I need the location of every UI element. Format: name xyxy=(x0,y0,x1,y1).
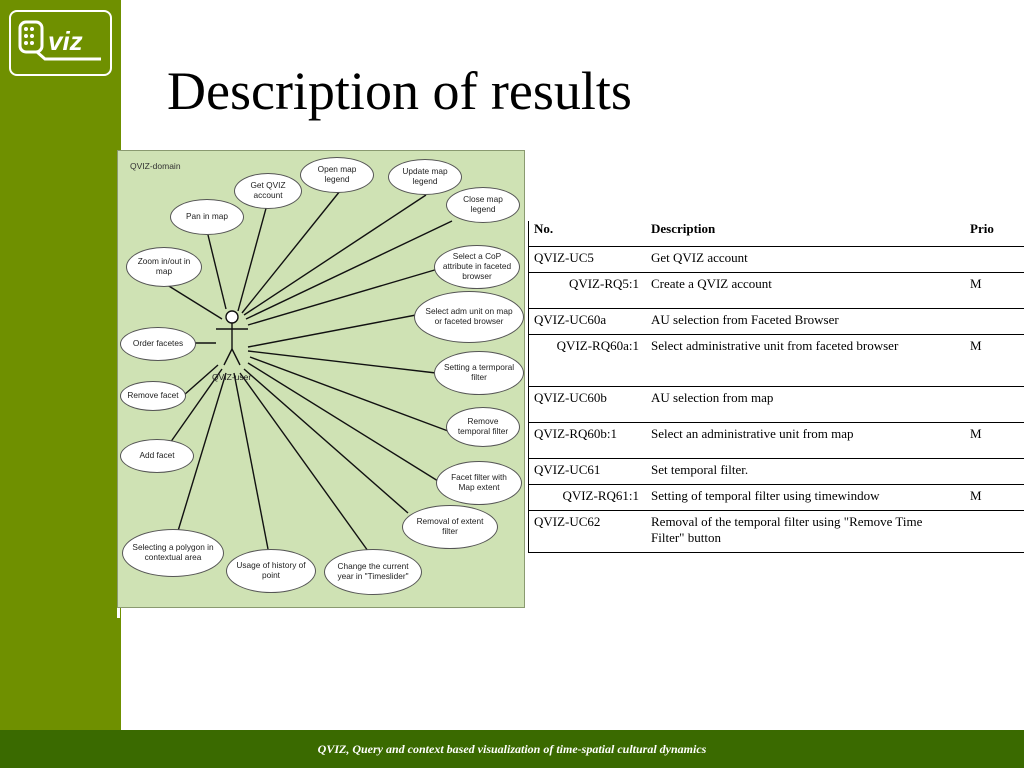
cell-prio xyxy=(964,246,1024,273)
cell-description: AU selection from map xyxy=(645,386,964,423)
header-no: No. xyxy=(534,221,554,236)
table-row: QVIZ-UC5 Get QVIZ account xyxy=(528,246,1024,273)
cell-no: QVIZ-UC62 xyxy=(528,510,645,553)
cell-description: Select an administrative unit from map xyxy=(645,422,964,459)
cell-no: QVIZ-RQ5:1 xyxy=(528,272,645,309)
footer-bar: QVIZ, Query and context based visualizat… xyxy=(0,730,1024,768)
uc-usage-history-point: Usage of history of point xyxy=(226,549,316,593)
uc-open-map-legend: Open map legend xyxy=(300,157,374,193)
uc-update-map-legend: Update map legend xyxy=(388,159,462,195)
uc-remove-temporal-filter: Remove temporal filter xyxy=(446,407,520,447)
use-case-table: No. Description Prio QVIZ-UC5 Get QVIZ a… xyxy=(528,218,1024,553)
table-row: QVIZ-RQ60a:1 Select administrative unit … xyxy=(528,334,1024,387)
cell-description: Setting of temporal filter using timewin… xyxy=(645,484,964,511)
table-row: QVIZ-RQ61:1 Setting of temporal filter u… xyxy=(528,484,1024,511)
use-case-diagram: QVIZ-domain xyxy=(117,150,525,608)
cell-no: QVIZ-UC5 xyxy=(528,246,645,273)
uc-order-facetes: Order facetes xyxy=(120,327,196,361)
cell-no: QVIZ-UC60b xyxy=(528,386,645,423)
cell-no: QVIZ-RQ60b:1 xyxy=(528,422,645,459)
cell-no: QVIZ-RQ60a:1 xyxy=(528,334,645,387)
uc-select-cop-attribute: Select a CoP attribute in faceted browse… xyxy=(434,245,520,289)
uc-selecting-polygon: Selecting a polygon in contextual area xyxy=(122,529,224,577)
uc-setting-temporal-filter: Setting a termporal filter xyxy=(434,351,524,395)
uc-zoom-in-out: Zoom in/out in map xyxy=(126,247,202,287)
uc-add-facet: Add facet xyxy=(120,439,194,473)
domain-label: QVIZ-domain xyxy=(130,161,181,171)
actor-label: QVIZ-user xyxy=(212,372,252,382)
cell-no: QVIZ-UC60a xyxy=(528,308,645,335)
cell-prio: M xyxy=(964,484,1024,511)
header-prio: Prio xyxy=(970,221,994,236)
qviz-logo: viz xyxy=(9,10,112,76)
table-header-row: No. Description Prio xyxy=(528,218,1024,247)
page-title: Description of results xyxy=(167,61,632,121)
sidebar: viz xyxy=(0,0,121,730)
cell-prio xyxy=(964,510,1024,553)
table-row: QVIZ-RQ5:1 Create a QVIZ account M xyxy=(528,272,1024,309)
cell-prio: M xyxy=(964,422,1024,459)
cell-prio xyxy=(964,308,1024,335)
cell-description: AU selection from Faceted Browser xyxy=(645,308,964,335)
uc-remove-facet: Remove facet xyxy=(120,381,186,411)
cell-no: QVIZ-RQ61:1 xyxy=(528,484,645,511)
cell-description: Create a QVIZ account xyxy=(645,272,964,309)
table-row: QVIZ-UC61 Set temporal filter. xyxy=(528,458,1024,485)
table-row: QVIZ-RQ60b:1 Select an administrative un… xyxy=(528,422,1024,459)
uc-get-qviz-account: Get QVIZ account xyxy=(234,173,302,209)
uc-close-map-legend: Close map legend xyxy=(446,187,520,223)
cell-description: Set temporal filter. xyxy=(645,458,964,485)
logo-text: viz xyxy=(48,26,83,56)
footer-text: QVIZ, Query and context based visualizat… xyxy=(317,741,707,756)
diagram-connectors xyxy=(163,190,453,552)
uc-facet-filter-map-extent: Facet filter with Map extent xyxy=(436,461,522,505)
cell-prio: M xyxy=(964,334,1024,387)
cell-prio: M xyxy=(964,272,1024,309)
cell-prio xyxy=(964,386,1024,423)
cell-no: QVIZ-UC61 xyxy=(528,458,645,485)
uc-removal-extent-filter: Removal of extent filter xyxy=(402,505,498,549)
uc-change-current-year: Change the current year in "Timeslider" xyxy=(324,549,422,595)
uc-pan-in-map: Pan in map xyxy=(170,199,244,235)
table-row: QVIZ-UC60a AU selection from Faceted Bro… xyxy=(528,308,1024,335)
table-row: QVIZ-UC60b AU selection from map xyxy=(528,386,1024,423)
table-row: QVIZ-UC62 Removal of the temporal filter… xyxy=(528,510,1024,553)
cell-prio xyxy=(964,458,1024,485)
header-description: Description xyxy=(651,221,716,236)
uc-select-adm-unit: Select adm unit on map or faceted browse… xyxy=(414,291,524,343)
cell-description: Select administrative unit from faceted … xyxy=(645,334,964,387)
cell-description: Get QVIZ account xyxy=(645,246,964,273)
cell-description: Removal of the temporal filter using "Re… xyxy=(645,510,964,553)
